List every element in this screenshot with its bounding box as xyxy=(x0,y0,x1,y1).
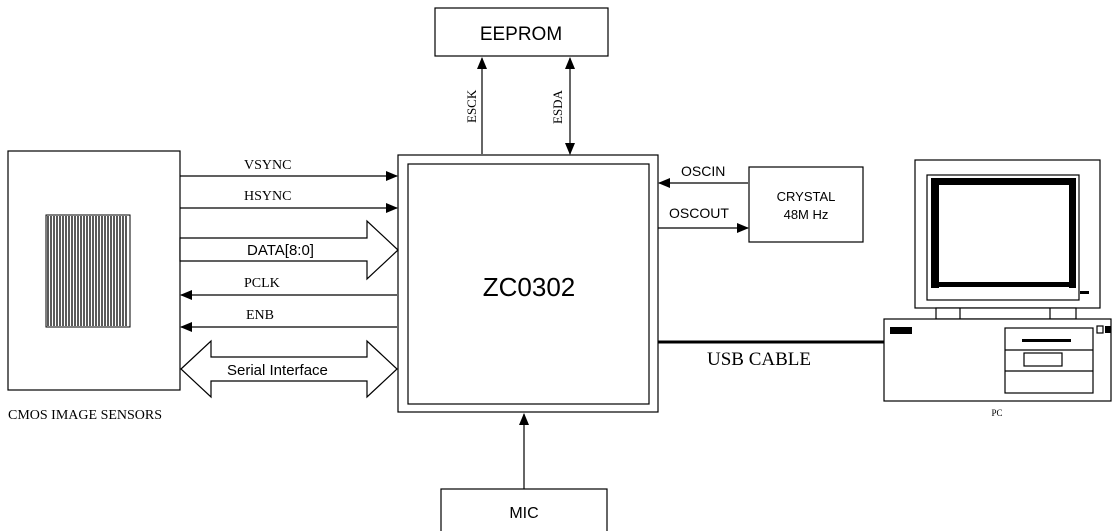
esda-signal: ESDA xyxy=(550,58,570,154)
oscin-label: OSCIN xyxy=(681,163,725,179)
pc-computer-icon: PC xyxy=(884,160,1111,418)
mic-label: MIC xyxy=(509,505,538,522)
cmos-sensor-block: CMOS IMAGE SENSORS xyxy=(8,151,180,423)
crystal-label-line2: 48M Hz xyxy=(784,207,829,222)
chip-label: ZC0302 xyxy=(483,272,576,302)
oscout-signal: OSCOUT xyxy=(658,205,748,228)
vsync-label: VSYNC xyxy=(244,158,291,173)
usb-cable-label: USB CABLE xyxy=(707,349,811,370)
data-bus-label: DATA[8:0] xyxy=(247,242,314,259)
hsync-label: HSYNC xyxy=(244,189,291,204)
zc0302-chip-block: ZC0302 xyxy=(398,155,658,412)
pclk-signal: PCLK xyxy=(181,276,397,295)
serial-interface-label: Serial Interface xyxy=(227,362,328,379)
crystal-label-line1: CRYSTAL xyxy=(777,189,836,204)
data-bus-signal: DATA[8:0] xyxy=(180,221,398,279)
enb-signal: ENB xyxy=(181,308,397,327)
hsync-signal: HSYNC xyxy=(180,189,397,208)
mic-block: MIC xyxy=(441,414,607,531)
vsync-signal: VSYNC xyxy=(180,158,397,176)
serial-interface-signal: Serial Interface xyxy=(181,341,397,397)
sensor-array-icon xyxy=(46,215,130,327)
oscin-signal: OSCIN xyxy=(659,163,748,183)
crystal-block: CRYSTAL 48M Hz xyxy=(749,167,863,242)
usb-cable: USB CABLE xyxy=(658,342,886,370)
esda-label: ESDA xyxy=(550,89,565,124)
eeprom-block: EEPROM xyxy=(435,8,608,56)
enb-label: ENB xyxy=(246,308,274,323)
pclk-label: PCLK xyxy=(244,276,280,291)
esck-label: ESCK xyxy=(464,89,479,123)
eeprom-label: EEPROM xyxy=(480,24,562,45)
oscout-label: OSCOUT xyxy=(669,205,729,221)
pc-caption: PC xyxy=(991,408,1002,418)
esck-signal: ESCK xyxy=(464,58,482,154)
cmos-caption: CMOS IMAGE SENSORS xyxy=(8,408,162,423)
